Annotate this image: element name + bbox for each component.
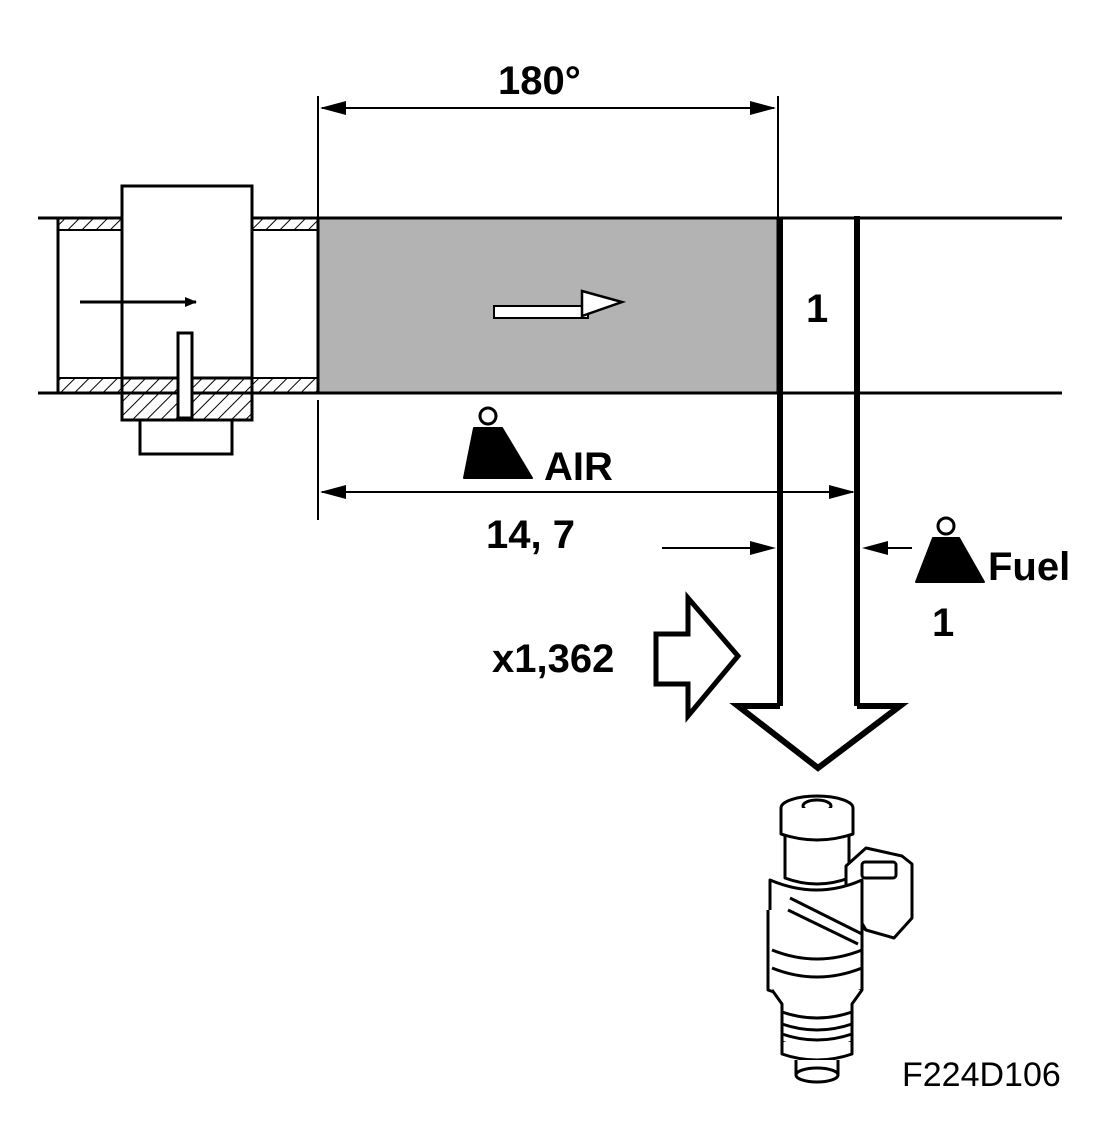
figure-code: F224D106 bbox=[902, 1056, 1061, 1094]
fuel-injector-icon bbox=[766, 794, 914, 1084]
air-ratio-label: 14, 7 bbox=[486, 513, 575, 557]
hatched-wall-bottom-right bbox=[251, 377, 319, 394]
angle-dimension: 180° bbox=[317, 59, 779, 218]
fuel-label: Fuel bbox=[988, 545, 1070, 589]
hatched-wall-top-right bbox=[251, 217, 319, 231]
dim-arrow-right-icon bbox=[750, 101, 776, 115]
fuel-dim-arrow-right-icon bbox=[862, 541, 888, 555]
fuel-ratio-label: 1 bbox=[932, 601, 954, 645]
sensor-connector bbox=[138, 418, 234, 456]
fuel-weight-icon bbox=[915, 516, 985, 583]
air-charge bbox=[316, 216, 780, 395]
hatched-wall-top-left bbox=[57, 217, 123, 231]
pulse-ratio-label: 1 bbox=[806, 287, 828, 331]
angle-label: 180° bbox=[498, 59, 581, 103]
sensor-probe bbox=[176, 331, 194, 420]
hatched-wall-bottom-left bbox=[57, 377, 123, 394]
air-dimension: AIR 14, 7 bbox=[317, 400, 855, 557]
multiplier-group: x1,362 bbox=[492, 591, 742, 723]
air-label: AIR bbox=[544, 445, 613, 489]
air-dim-arrow-left-icon bbox=[320, 485, 346, 499]
air-flow-arrow-icon bbox=[580, 289, 627, 318]
weight-icon bbox=[463, 406, 533, 479]
hollow-arrow-icon bbox=[653, 591, 742, 723]
air-mass-meter bbox=[56, 184, 320, 456]
dim-arrow-left-icon bbox=[320, 101, 346, 115]
fuel-pulse-channel bbox=[729, 216, 909, 772]
multiplier-label: x1,362 bbox=[492, 637, 614, 681]
fuel-width-dimension: Fuel 1 bbox=[662, 516, 1070, 645]
air-dim-arrow-right-icon bbox=[829, 485, 855, 499]
fuel-dim-arrow-left-icon bbox=[750, 541, 776, 555]
air-flow-arrow-shaft bbox=[493, 305, 589, 319]
pulse-arrow-head-icon bbox=[729, 703, 909, 772]
